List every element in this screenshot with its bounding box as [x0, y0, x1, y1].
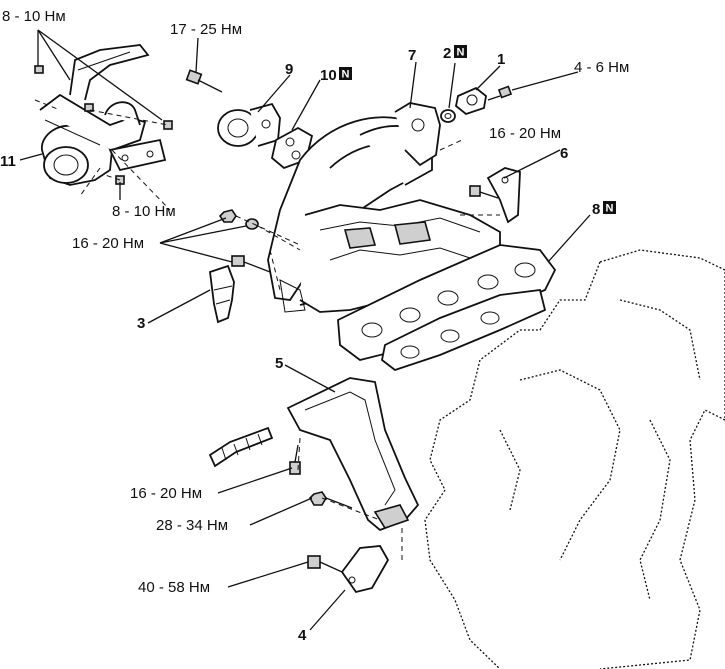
leader-dash [235, 215, 301, 291]
callout-number: 4 [298, 627, 307, 644]
torque-label: 8 - 10 Нм [112, 203, 176, 220]
leader-dash [34, 99, 171, 211]
bolt-icon [487, 85, 513, 101]
intake-manifold [267, 102, 501, 313]
callout-number: 10 [320, 67, 337, 84]
callout-number: 8 [592, 201, 600, 218]
bolt-icon [469, 185, 499, 199]
bolt-icon [307, 555, 343, 573]
replace-marker: N [606, 203, 614, 215]
sensor-probe-icon [209, 264, 235, 324]
callout-number: 3 [137, 315, 145, 332]
callout-number: 5 [275, 355, 283, 372]
torque-label: 4 - 6 Нм [574, 59, 629, 76]
callout-number: 7 [408, 47, 416, 64]
small-bracket-icon [340, 545, 390, 594]
torque-label: 28 - 34 Нм [156, 517, 228, 534]
replace-marker-icon [339, 67, 352, 80]
leader-lines [19, 29, 591, 631]
torque-label: 40 - 58 Нм [138, 579, 210, 596]
replace-marker: N [457, 47, 465, 59]
mounting-bracket [286, 377, 420, 532]
torque-label: 16 - 20 Нм [489, 125, 561, 142]
bracket-icon [486, 167, 521, 224]
callout-number: 6 [560, 145, 568, 162]
leader-dash [297, 437, 403, 560]
callout-number: 2 [443, 45, 451, 62]
engine-block-outline [424, 249, 725, 669]
egr-valve [217, 102, 281, 147]
stud-bolt-icon [208, 426, 274, 468]
replace-marker-icon [603, 201, 616, 214]
bolt-icon [309, 491, 353, 509]
manifold-gasket [337, 244, 557, 372]
replace-marker: N [342, 69, 350, 81]
callout-number: 11 [0, 153, 16, 170]
sensor-icon [455, 86, 487, 116]
replace-marker-icon [454, 45, 467, 58]
washer-icon [440, 109, 456, 123]
bolt-icon [185, 69, 223, 93]
torque-label: 16 - 20 Нм [72, 235, 144, 252]
torque-label: 17 - 25 Нм [170, 21, 242, 38]
nut-icon [218, 209, 271, 273]
callout-number: 9 [285, 61, 293, 78]
torque-label: 16 - 20 Нм [130, 485, 202, 502]
callout-number: 1 [497, 51, 505, 68]
leader-dash [439, 139, 500, 216]
torque-label: 8 - 10 Нм [2, 8, 66, 25]
throttle-body-assembly [39, 44, 167, 186]
